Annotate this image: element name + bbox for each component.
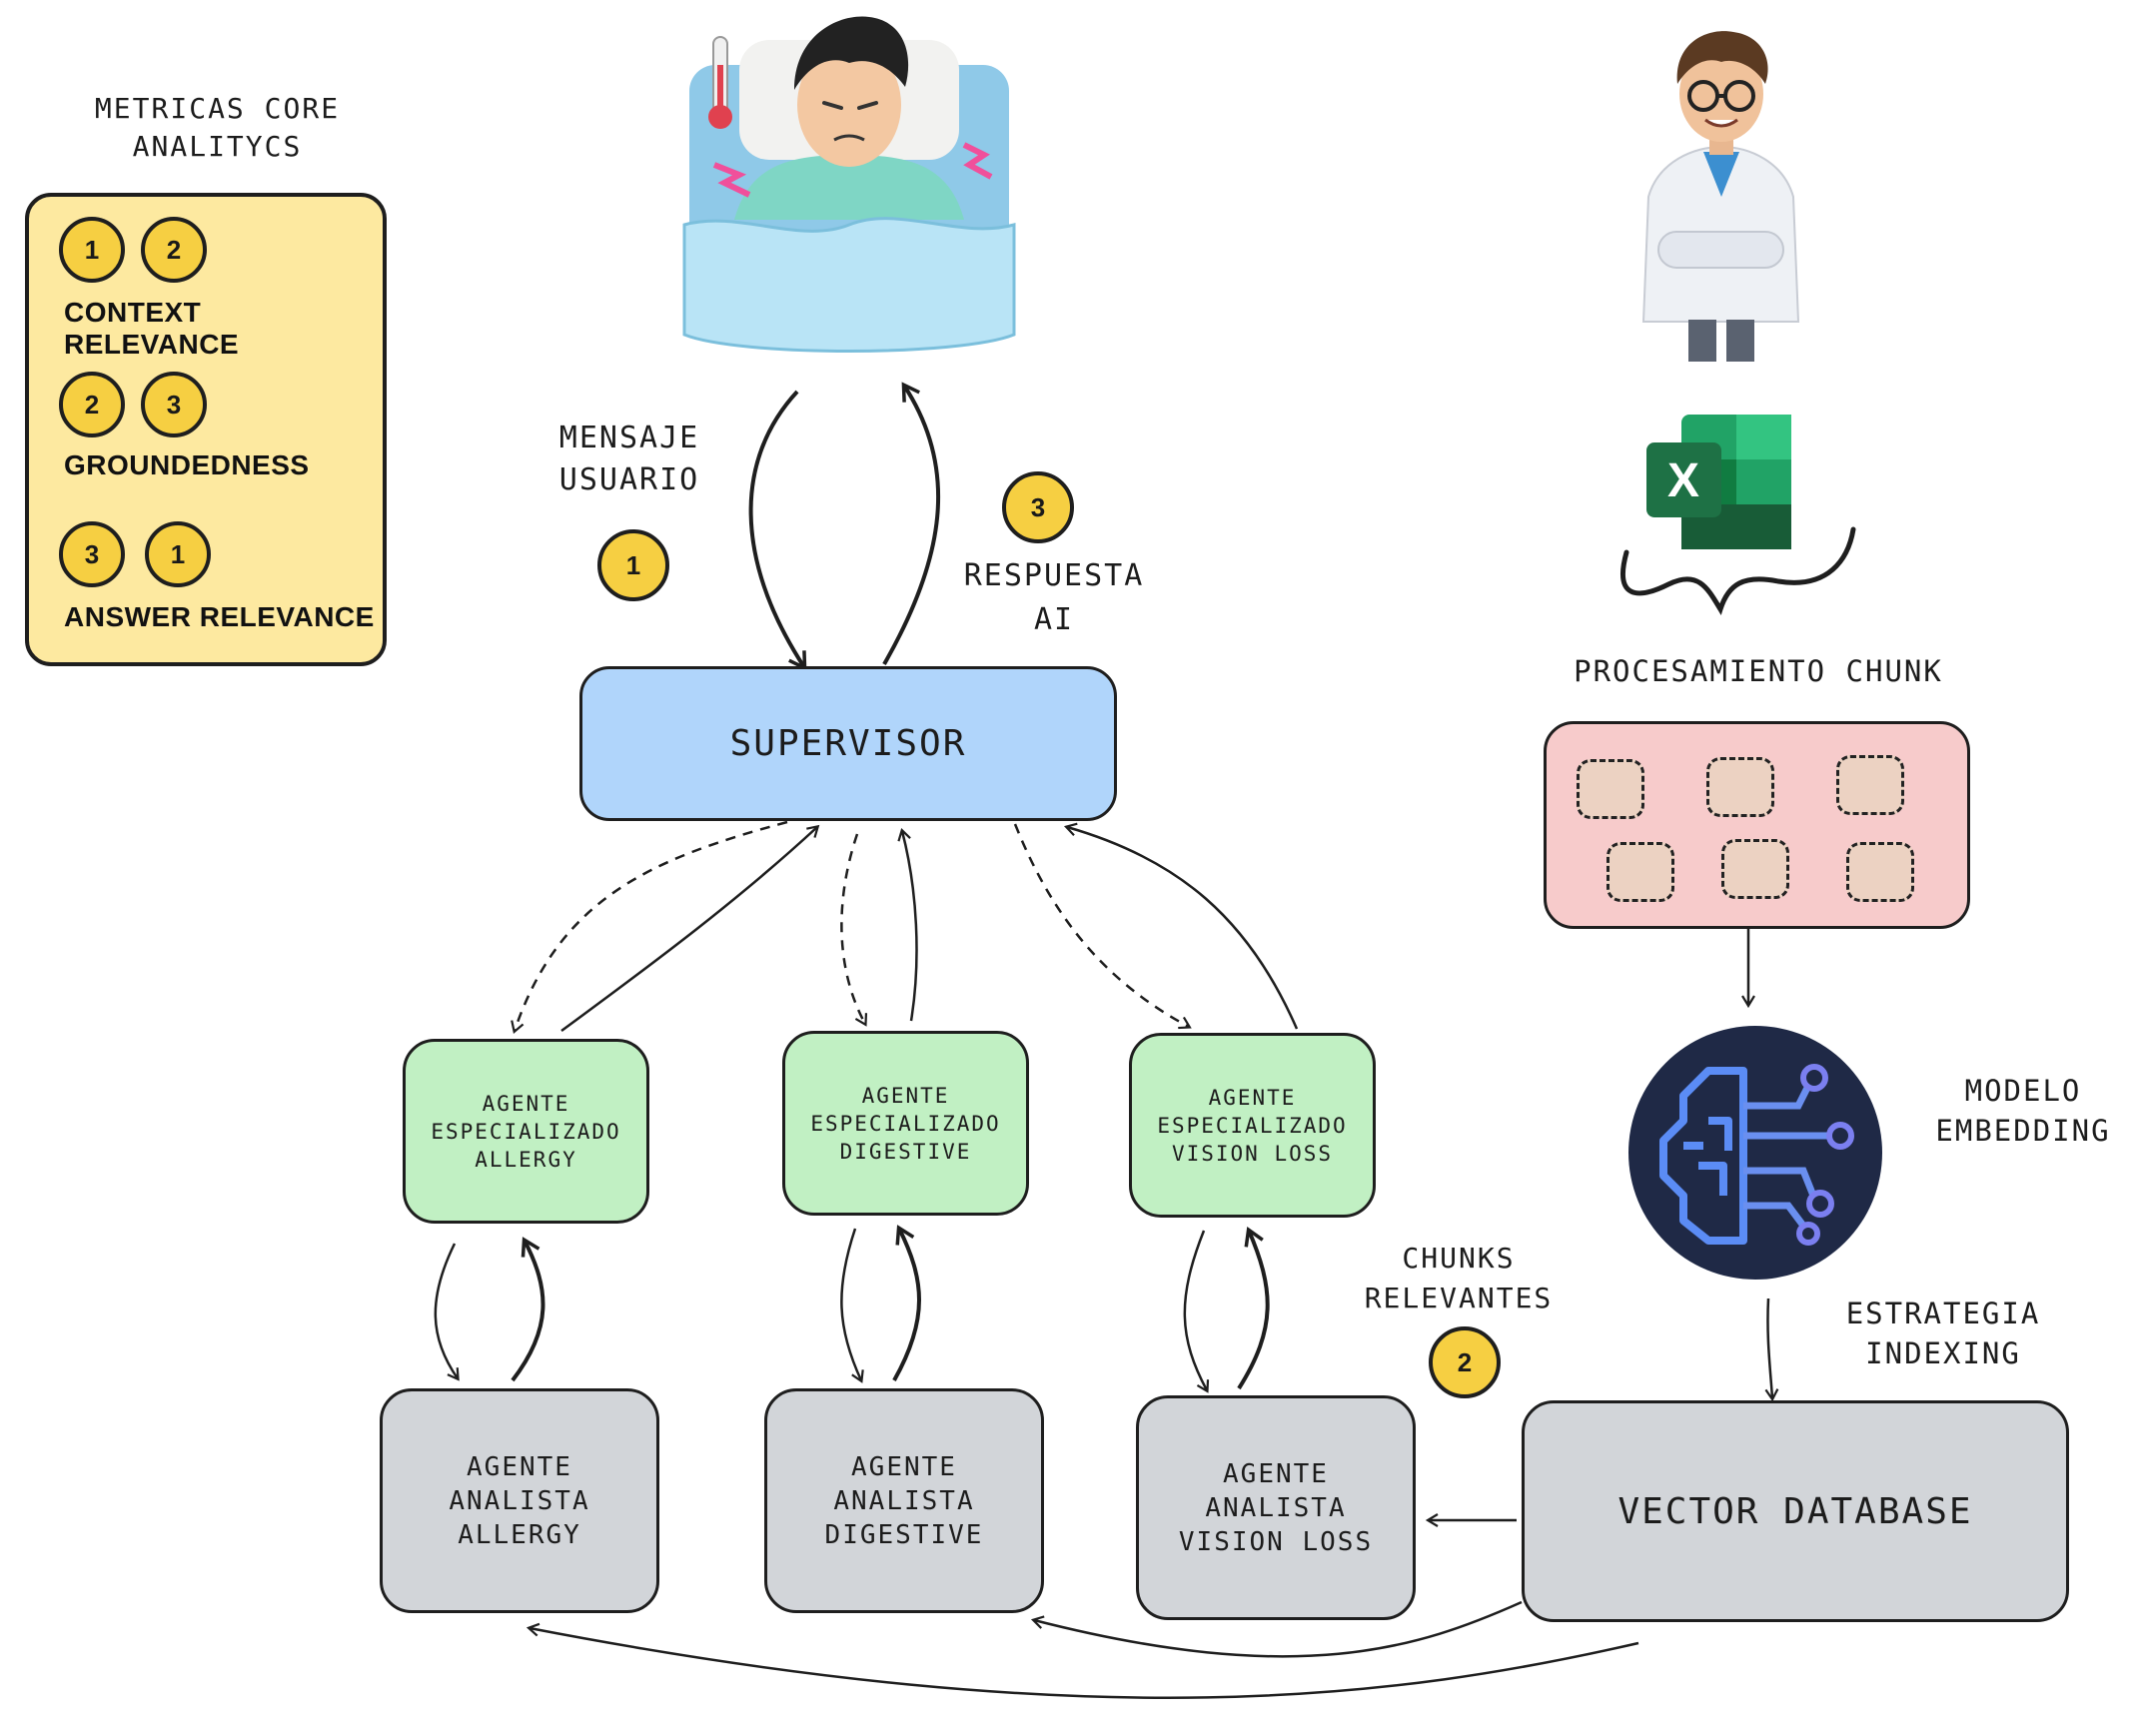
chunk-block — [1846, 842, 1914, 902]
metrics-panel: 1 2 CONTEXT RELEVANCE 2 3 GROUNDEDNESS 3… — [25, 193, 387, 666]
arrow-supervisor-to-vision — [1013, 823, 1192, 1030]
chunk-block — [1577, 759, 1644, 819]
chunk-block — [1606, 842, 1674, 902]
vector-database-label: VECTOR DATABASE — [1617, 1490, 1973, 1532]
arrow-digestive-analyst-to-spec — [892, 1225, 921, 1381]
analyst-vision-node[interactable]: AGENTE ANALISTA VISION LOSS — [1136, 1395, 1416, 1620]
ai-response-label: RESPUESTA AI — [963, 558, 1145, 637]
chunk-block — [1706, 757, 1774, 817]
metric-context-relevance: CONTEXT RELEVANCE — [64, 297, 240, 360]
arrow-db-to-allergy-analyst — [526, 1622, 1639, 1699]
excel-letter: X — [1667, 454, 1699, 507]
arrow-digestive-spec-to-analyst — [840, 1228, 864, 1383]
analyst-digestive-node[interactable]: AGENTE ANALISTA DIGESTIVE — [764, 1388, 1044, 1613]
metric-groundedness: GROUNDEDNESS — [64, 449, 310, 480]
user-message-label: MENSAJE USUARIO — [558, 421, 700, 497]
arrow-user-to-supervisor — [748, 390, 807, 671]
excel-icon: X — [1646, 415, 1791, 549]
step-badge-2: 2 — [1429, 1326, 1501, 1398]
arrow-supervisor-to-allergy — [511, 820, 788, 1034]
arrow-allergy-to-supervisor — [560, 824, 820, 1033]
metric-badge: 3 — [141, 372, 207, 437]
brain-circuit-icon — [1628, 1026, 1883, 1281]
analyst-label: AGENTE ANALISTA DIGESTIVE — [824, 1451, 984, 1550]
chunk-processing-title: PROCESAMIENTO CHUNK — [1574, 654, 1943, 688]
arrow-embedding-to-db — [1764, 1298, 1779, 1402]
specialist-allergy-node[interactable]: AGENTE ESPECIALIZADO ALLERGY — [403, 1039, 649, 1224]
specialist-label: AGENTE ESPECIALIZADO ALLERGY — [431, 1091, 621, 1172]
analyst-label: AGENTE ANALISTA VISION LOSS — [1178, 1458, 1374, 1557]
arrow-supervisor-to-digestive — [840, 833, 868, 1027]
metric-answer-relevance: ANSWER RELEVANCE — [64, 601, 375, 632]
chunk-block — [1836, 755, 1904, 815]
arrow-supervisor-to-user — [882, 382, 941, 665]
metric-badge: 3 — [59, 521, 125, 587]
arrow-db-to-digestive-analyst — [1030, 1600, 1523, 1658]
metrics-title: METRICAS CORE ANALITYCS — [94, 92, 341, 163]
metric-badge: 1 — [145, 521, 211, 587]
doctor-avatar-illustration — [1633, 22, 1808, 362]
arrow-digestive-to-supervisor — [897, 827, 918, 1022]
embedding-model-label: MODELO EMBEDDING — [1935, 1074, 2111, 1148]
patient-in-bed-illustration — [679, 5, 1019, 365]
vector-database-node[interactable]: VECTOR DATABASE — [1522, 1400, 2069, 1622]
metric-badge: 2 — [59, 372, 125, 437]
specialist-label: AGENTE ESPECIALIZADO VISION LOSS — [1157, 1085, 1348, 1166]
step-badge-1: 1 — [597, 529, 669, 601]
specialist-label: AGENTE ESPECIALIZADO DIGESTIVE — [810, 1083, 1001, 1164]
curly-brace — [1619, 526, 1856, 616]
arrow-allergy-analyst-to-spec — [511, 1237, 545, 1382]
relevant-chunks-label: CHUNKS RELEVANTES — [1364, 1242, 1554, 1314]
specialist-digestive-node[interactable]: AGENTE ESPECIALIZADO DIGESTIVE — [782, 1031, 1029, 1216]
arrow-vision-to-supervisor — [1063, 822, 1299, 1030]
supervisor-node[interactable]: SUPERVISOR — [579, 666, 1117, 821]
indexing-strategy-label: ESTRATEGIA INDEXING — [1845, 1297, 2041, 1370]
metric-badge: 1 — [59, 217, 125, 283]
arrow-allergy-spec-to-analyst — [434, 1243, 460, 1381]
specialist-vision-node[interactable]: AGENTE ESPECIALIZADO VISION LOSS — [1129, 1033, 1376, 1218]
supervisor-label: SUPERVISOR — [729, 723, 967, 764]
analyst-allergy-node[interactable]: AGENTE ANALISTA ALLERGY — [380, 1388, 659, 1613]
step-badge-3: 3 — [1002, 471, 1074, 543]
analyst-label: AGENTE ANALISTA ALLERGY — [449, 1451, 590, 1550]
chunk-block — [1721, 839, 1789, 899]
chunk-panel — [1544, 721, 1970, 929]
arrow-vision-analyst-to-spec — [1237, 1226, 1270, 1390]
metric-badge: 2 — [141, 217, 207, 283]
arrow-vision-spec-to-analyst — [1183, 1230, 1210, 1393]
